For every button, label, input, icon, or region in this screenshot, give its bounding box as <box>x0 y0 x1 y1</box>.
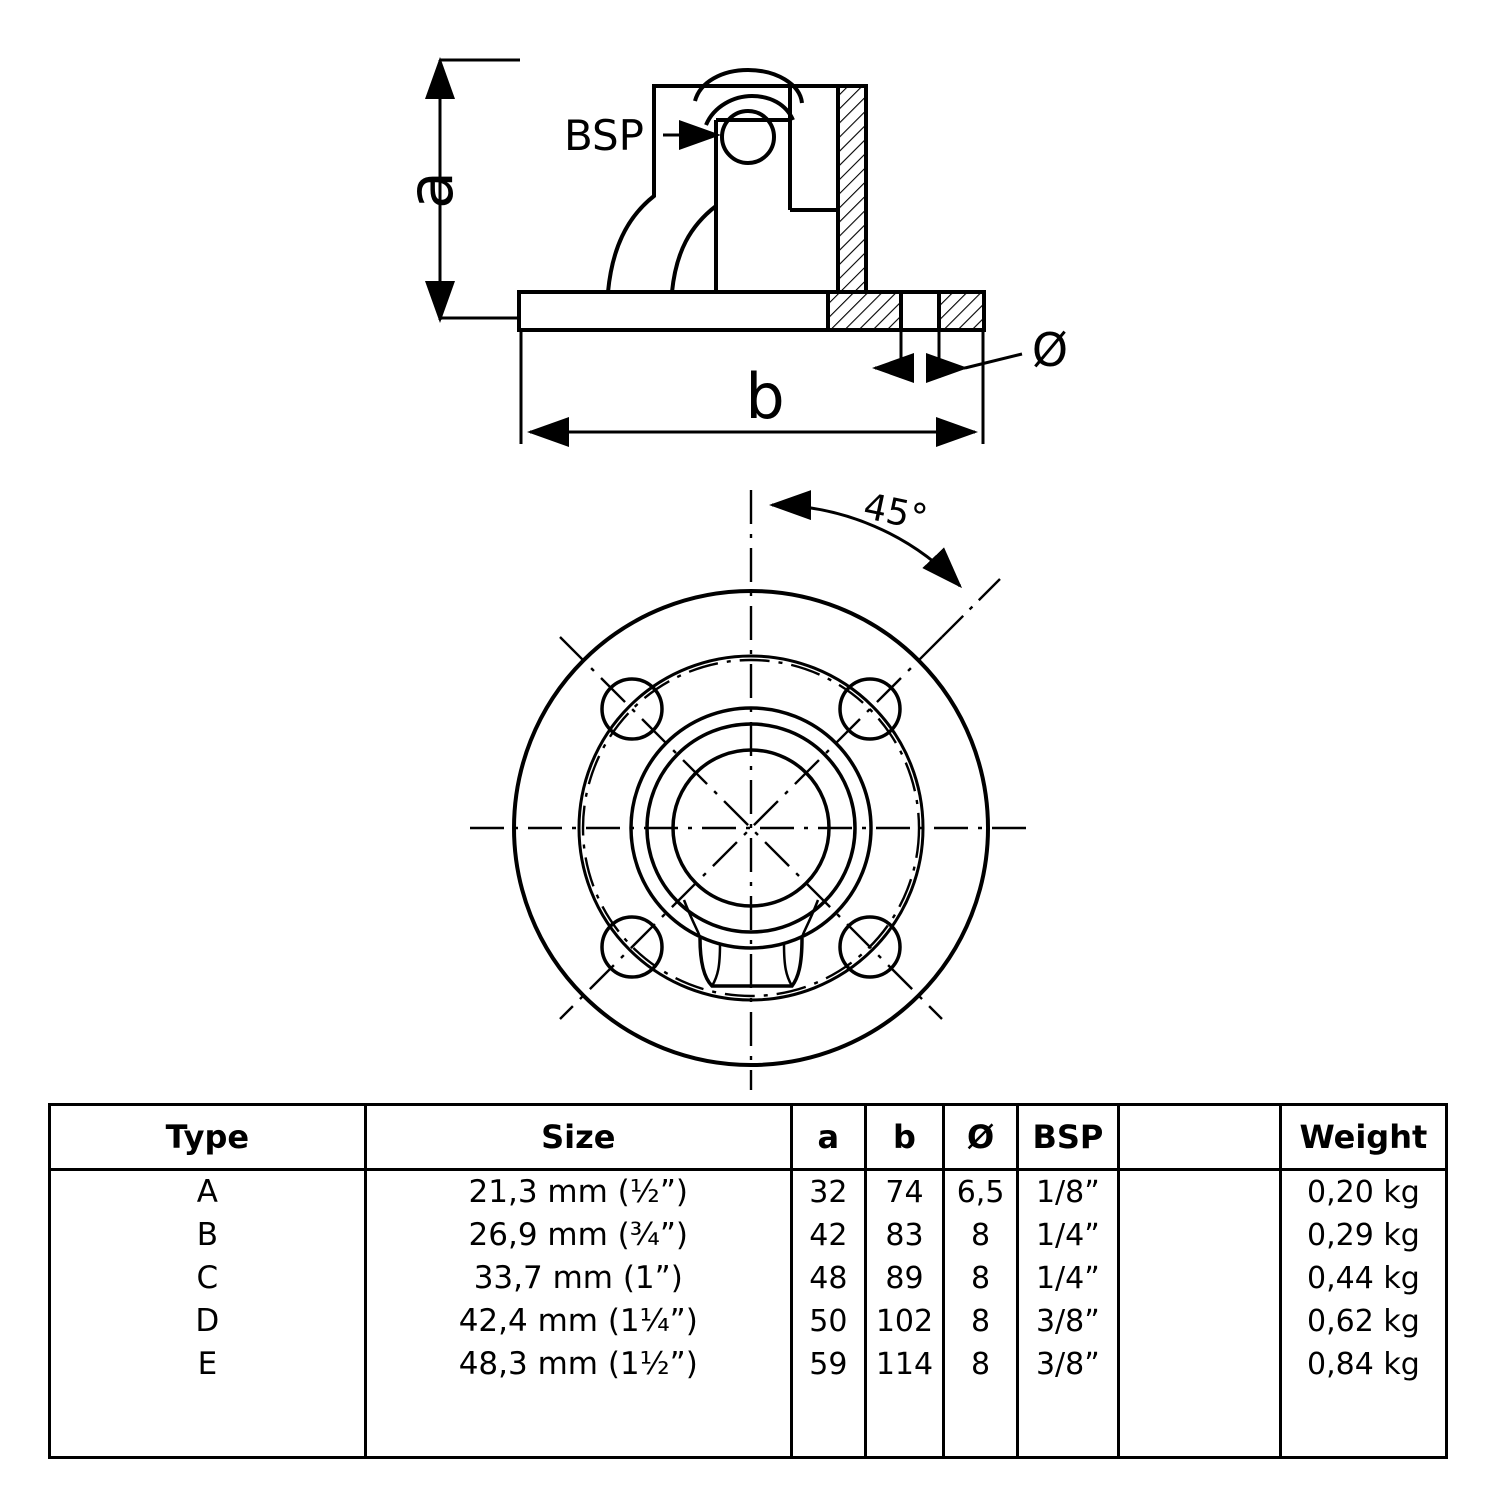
cell-size: 48,3 mm (1½”) <box>363 1343 793 1386</box>
angle-45-label: 45° <box>860 486 931 539</box>
cell-bsp: 1/8” <box>1016 1169 1120 1214</box>
table-row: E 48,3 mm (1½”) 59 114 8 3/8” 0,84 kg <box>48 1343 1449 1386</box>
cell-weight: 0,62 kg <box>1278 1300 1449 1343</box>
cell-size: 42,4 mm (1¼”) <box>363 1300 793 1343</box>
cell-b: 74 <box>863 1169 946 1214</box>
cell-diameter: 8 <box>942 1214 1020 1257</box>
angle-dimension-45 <box>769 490 1003 638</box>
cell-a: 48 <box>789 1257 867 1300</box>
cell-gap <box>1116 1169 1282 1214</box>
cell-weight: 0,29 kg <box>1278 1214 1449 1257</box>
cell-weight: 0,84 kg <box>1278 1343 1449 1386</box>
dimension-diameter <box>872 310 1023 383</box>
section-hatch-wall <box>836 84 868 294</box>
header-diameter: Ø <box>942 1103 1020 1171</box>
bolt-hole-tr <box>838 677 902 741</box>
bolt-hole-tl <box>600 677 664 741</box>
table-row: A 21,3 mm (½”) 32 74 6,5 1/8” 0,20 kg <box>48 1169 1449 1214</box>
dimension-a <box>425 57 520 323</box>
dim-d-leader <box>964 352 1023 370</box>
bsp-label: BSP <box>564 111 644 160</box>
dimension-b <box>519 332 985 447</box>
cell-bsp: 3/8” <box>1016 1300 1120 1343</box>
cell-size: 33,7 mm (1”) <box>363 1257 793 1300</box>
side-view <box>517 67 986 332</box>
angle-ref-line <box>941 576 1003 638</box>
cell-b: 89 <box>863 1257 946 1300</box>
cell-type: B <box>48 1214 367 1257</box>
cell-bsp: 1/4” <box>1016 1257 1120 1300</box>
header-type: Type <box>48 1103 367 1171</box>
header-size: Size <box>363 1103 793 1171</box>
socket-inner-step <box>790 208 840 292</box>
cell-diameter: 8 <box>942 1257 1020 1300</box>
rib-inner-right <box>782 943 794 987</box>
cell-gap <box>1116 1214 1282 1257</box>
cell-type: C <box>48 1257 367 1300</box>
bolt-hole-br <box>838 915 902 979</box>
cell-b: 83 <box>863 1214 946 1257</box>
header-gap <box>1116 1103 1282 1171</box>
cell-size <box>363 1386 793 1459</box>
cell-a: 59 <box>789 1343 867 1386</box>
header-a: a <box>789 1103 867 1171</box>
rib-blend-left <box>682 899 702 939</box>
cell-diameter: 8 <box>942 1343 1020 1386</box>
bsp-hole-circle <box>720 109 776 165</box>
dim-diameter-label: Ø <box>1032 323 1068 377</box>
cell-b: 114 <box>863 1343 946 1386</box>
centreline-diag-2 <box>559 636 943 1020</box>
header-bsp: BSP <box>1016 1103 1120 1171</box>
cell-a: 32 <box>789 1169 867 1214</box>
cell-a: 50 <box>789 1300 867 1343</box>
header-weight: Weight <box>1278 1103 1449 1171</box>
dim-b-label: b <box>745 360 784 433</box>
cell-bsp <box>1016 1386 1120 1459</box>
cell-weight <box>1278 1386 1449 1459</box>
body-outline <box>606 84 868 293</box>
rib-blend-right <box>800 899 820 939</box>
bsp-boss-arc <box>704 93 795 126</box>
cell-diameter: 6,5 <box>942 1169 1020 1214</box>
table-row: C 33,7 mm (1”) 48 89 8 1/4” 0,44 kg <box>48 1257 1449 1300</box>
socket-top-curve <box>693 67 804 104</box>
cell-gap <box>1116 1386 1282 1459</box>
cell-type: A <box>48 1169 367 1214</box>
cell-b: 102 <box>863 1300 946 1343</box>
cell-type: E <box>48 1343 367 1386</box>
dim-a-label: a <box>394 171 467 209</box>
cell-bsp: 3/8” <box>1016 1343 1120 1386</box>
bolt-hole-clear <box>899 290 941 332</box>
body-inner-line <box>670 120 718 293</box>
cell-size: 21,3 mm (½”) <box>363 1169 793 1214</box>
rib-inner-left <box>710 943 722 987</box>
cell-gap <box>1116 1257 1282 1300</box>
cell-gap <box>1116 1343 1282 1386</box>
cell-type <box>48 1386 367 1459</box>
table-row <box>48 1386 1449 1459</box>
bolt-circle <box>581 658 921 998</box>
cell-weight: 0,20 kg <box>1278 1169 1449 1214</box>
cell-size: 26,9 mm (¾”) <box>363 1214 793 1257</box>
cell-a <box>789 1386 867 1459</box>
cell-diameter <box>942 1386 1020 1459</box>
table-row: D 42,4 mm (1¼”) 50 102 8 3/8” 0,62 kg <box>48 1300 1449 1343</box>
bolt-hole-bl <box>600 915 664 979</box>
centreline-diag-1 <box>559 636 943 1020</box>
cell-a: 42 <box>789 1214 867 1257</box>
specification-table: Type Size a b Ø BSP Weight A 21,3 mm (½”… <box>48 1103 1449 1459</box>
cell-b <box>863 1386 946 1459</box>
table-header-row: Type Size a b Ø BSP Weight <box>48 1103 1449 1171</box>
top-view-centrelines <box>470 490 1032 1090</box>
angle-arc <box>769 490 963 589</box>
cell-gap <box>1116 1300 1282 1343</box>
table-row: B 26,9 mm (¾”) 42 83 8 1/4” 0,29 kg <box>48 1214 1449 1257</box>
cell-type: D <box>48 1300 367 1343</box>
cell-diameter: 8 <box>942 1300 1020 1343</box>
header-b: b <box>863 1103 946 1171</box>
cell-bsp: 1/4” <box>1016 1214 1120 1257</box>
cell-weight: 0,44 kg <box>1278 1257 1449 1300</box>
